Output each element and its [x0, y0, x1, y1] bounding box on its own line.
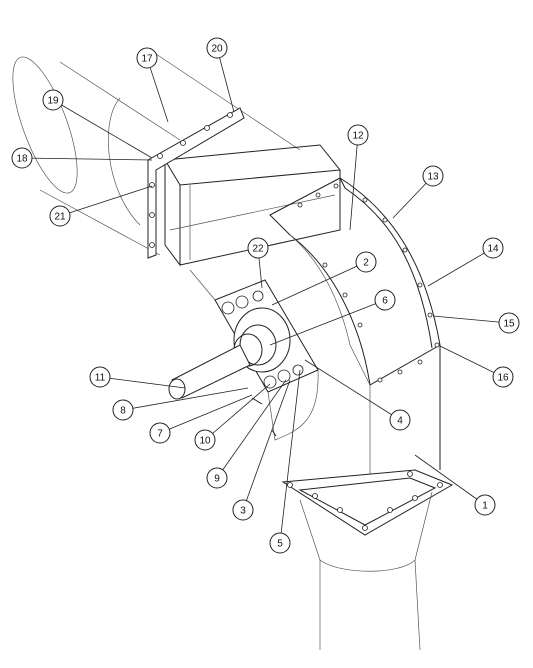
callout-circle: [11, 147, 33, 169]
callout-circle: [498, 312, 520, 334]
callout-3: 3: [232, 499, 254, 521]
callout-circle: [422, 165, 444, 187]
callout-circle: [269, 532, 291, 554]
callout-label: 6: [382, 296, 388, 307]
callout-label: 2: [363, 258, 369, 269]
callout-circle: [206, 37, 228, 59]
callout-label: 17: [141, 54, 153, 65]
callout-14: 14: [482, 237, 504, 259]
callout-label: 21: [54, 212, 66, 223]
callout-circle: [474, 494, 496, 516]
callout-7: 7: [149, 422, 171, 444]
callout-11: 11: [89, 366, 111, 388]
callout-label: 15: [503, 319, 515, 330]
callout-circle: [247, 237, 269, 259]
callout-circle: [347, 124, 369, 146]
callout-circle: [49, 205, 71, 227]
callout-2: 2: [355, 251, 377, 273]
callout-label: 12: [352, 131, 364, 142]
callout-circle: [136, 47, 158, 69]
callout-label: 8: [120, 406, 126, 417]
callout-label: 1: [482, 501, 488, 512]
callout-label: 7: [157, 429, 163, 440]
callout-label: 18: [16, 154, 28, 165]
callout-16: 16: [492, 366, 514, 388]
callout-label: 4: [397, 416, 403, 427]
callout-label: 13: [427, 172, 439, 183]
callout-circle: [89, 366, 111, 388]
callout-label: 20: [211, 44, 223, 55]
callout-label: 3: [240, 506, 246, 517]
callout-label: 16: [497, 373, 509, 384]
callout-21: 21: [49, 205, 71, 227]
callout-label: 9: [214, 474, 220, 485]
outlet-flange: [281, 469, 454, 651]
callout-circle: [112, 399, 134, 421]
callout-circle: [232, 499, 254, 521]
leader-lines: [21, 47, 510, 544]
callout-15: 15: [498, 312, 520, 334]
callout-circle: [374, 289, 396, 311]
callout-18: 18: [11, 147, 33, 169]
bearing-assembly: [168, 269, 319, 441]
callout-circle: [482, 237, 504, 259]
callout-5: 5: [269, 532, 291, 554]
callout-circle: [194, 429, 216, 451]
callout-6: 6: [374, 289, 396, 311]
callout-label: 5: [277, 539, 283, 550]
callout-label: 11: [95, 373, 106, 384]
callout-circle: [206, 467, 228, 489]
inlet-pipe: [12, 49, 301, 256]
callout-circle: [355, 251, 377, 273]
callout-label: 14: [487, 244, 499, 255]
callout-label: 10: [199, 436, 211, 447]
callout-17: 17: [136, 47, 158, 69]
callout-label: 19: [47, 96, 59, 107]
callout-19: 19: [42, 89, 64, 111]
callout-4: 4: [389, 409, 411, 431]
inlet-flange: [147, 107, 245, 259]
callout-1: 1: [474, 494, 496, 516]
callout-circle: [42, 89, 64, 111]
callout-circle: [389, 409, 411, 431]
callout-12: 12: [347, 124, 369, 146]
callout-label: 22: [252, 244, 264, 255]
callout-circle: [149, 422, 171, 444]
callout-20: 20: [206, 37, 228, 59]
callout-circle: [492, 366, 514, 388]
callout-13: 13: [422, 165, 444, 187]
callout-8: 8: [112, 399, 134, 421]
callout-22: 22: [247, 237, 269, 259]
callout-9: 9: [206, 467, 228, 489]
upper-duct: [164, 144, 341, 267]
callout-10: 10: [194, 429, 216, 451]
